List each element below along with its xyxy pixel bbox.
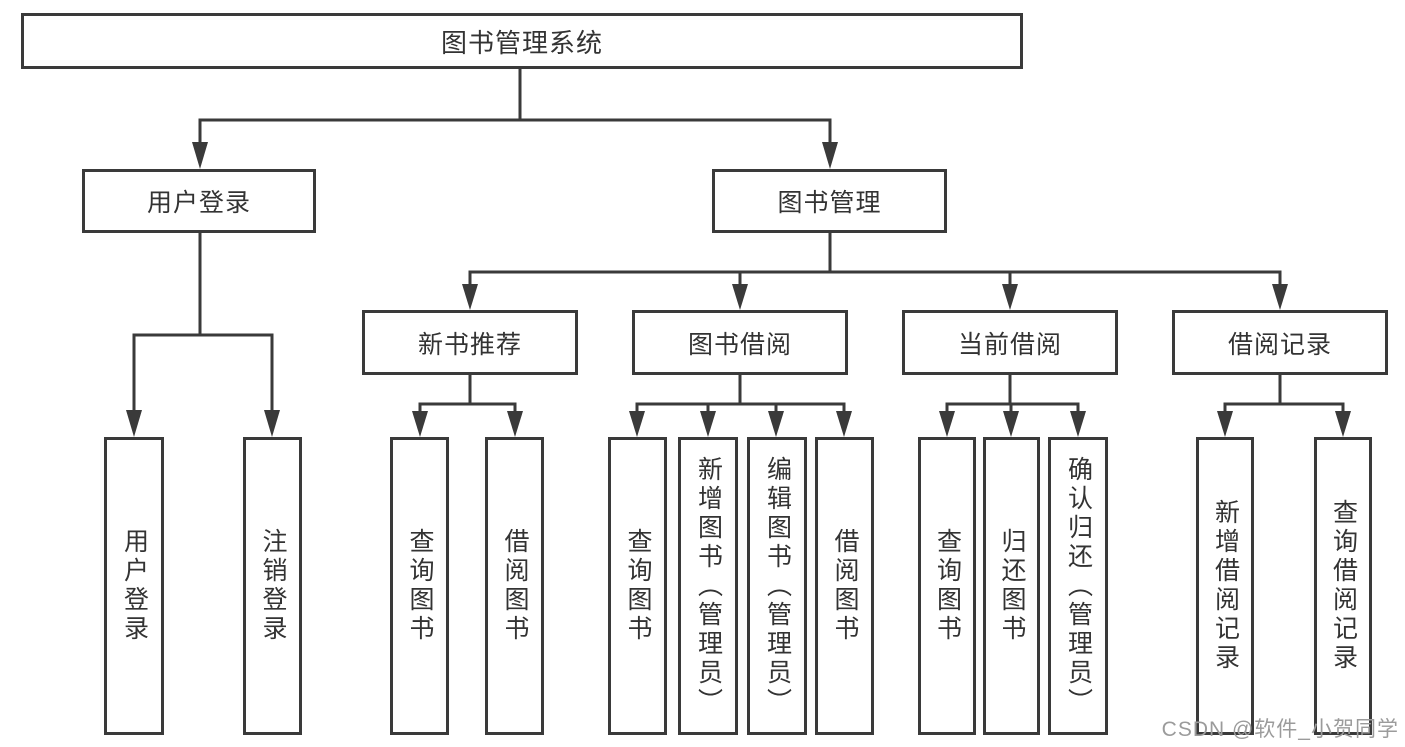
leaf-bb-borrow-books-label: 借阅图书 [831, 528, 859, 644]
leaf-br-add-record-label: 新增借阅记录 [1211, 499, 1240, 673]
leaf-bb-edit-books-admin-label: 编辑图书（管理员） [763, 455, 792, 717]
leaf-cb-return-books: 归还图书 [983, 437, 1040, 735]
leaf-logout: 注销登录 [243, 437, 302, 735]
leaf-bb-edit-books-admin: 编辑图书（管理员） [747, 437, 807, 735]
leaf-bb-add-books-admin-label: 新增图书（管理员） [694, 455, 723, 717]
leaf-nbr-borrow-books: 借阅图书 [485, 437, 544, 735]
node-book-management: 图书管理 [712, 169, 947, 233]
leaf-user-login-label: 用户登录 [120, 528, 149, 644]
node-library-management-system: 图书管理系统 [21, 13, 1023, 69]
node-current-borrow: 当前借阅 [902, 310, 1118, 375]
node-borrow-records: 借阅记录 [1172, 310, 1388, 375]
leaf-bb-borrow-books: 借阅图书 [815, 437, 874, 735]
leaf-cb-return-books-label: 归还图书 [998, 528, 1026, 644]
leaf-bb-query-books-label: 查询图书 [624, 528, 652, 644]
node-new-book-recommend: 新书推荐 [362, 310, 578, 375]
leaf-logout-label: 注销登录 [259, 528, 287, 644]
leaf-nbr-borrow-books-label: 借阅图书 [501, 528, 529, 644]
leaf-nbr-query-books: 查询图书 [390, 437, 449, 735]
csdn-watermark: CSDN @软件_小贺同学 [1161, 718, 1399, 741]
node-book-borrow: 图书借阅 [632, 310, 848, 375]
leaf-user-login: 用户登录 [104, 437, 164, 735]
leaf-br-add-record: 新增借阅记录 [1196, 437, 1254, 735]
node-user-login: 用户登录 [82, 169, 316, 233]
leaf-cb-query-books: 查询图书 [918, 437, 976, 735]
leaf-br-query-record: 查询借阅记录 [1314, 437, 1372, 735]
leaf-bb-query-books: 查询图书 [608, 437, 667, 735]
leaf-cb-confirm-return-admin: 确认归还（管理员） [1048, 437, 1108, 735]
leaf-bb-add-books-admin: 新增图书（管理员） [678, 437, 738, 735]
leaf-br-query-record-label: 查询借阅记录 [1329, 499, 1358, 673]
leaf-cb-confirm-return-admin-label: 确认归还（管理员） [1064, 455, 1093, 717]
leaf-cb-query-books-label: 查询图书 [933, 528, 962, 644]
leaf-nbr-query-books-label: 查询图书 [406, 528, 434, 644]
